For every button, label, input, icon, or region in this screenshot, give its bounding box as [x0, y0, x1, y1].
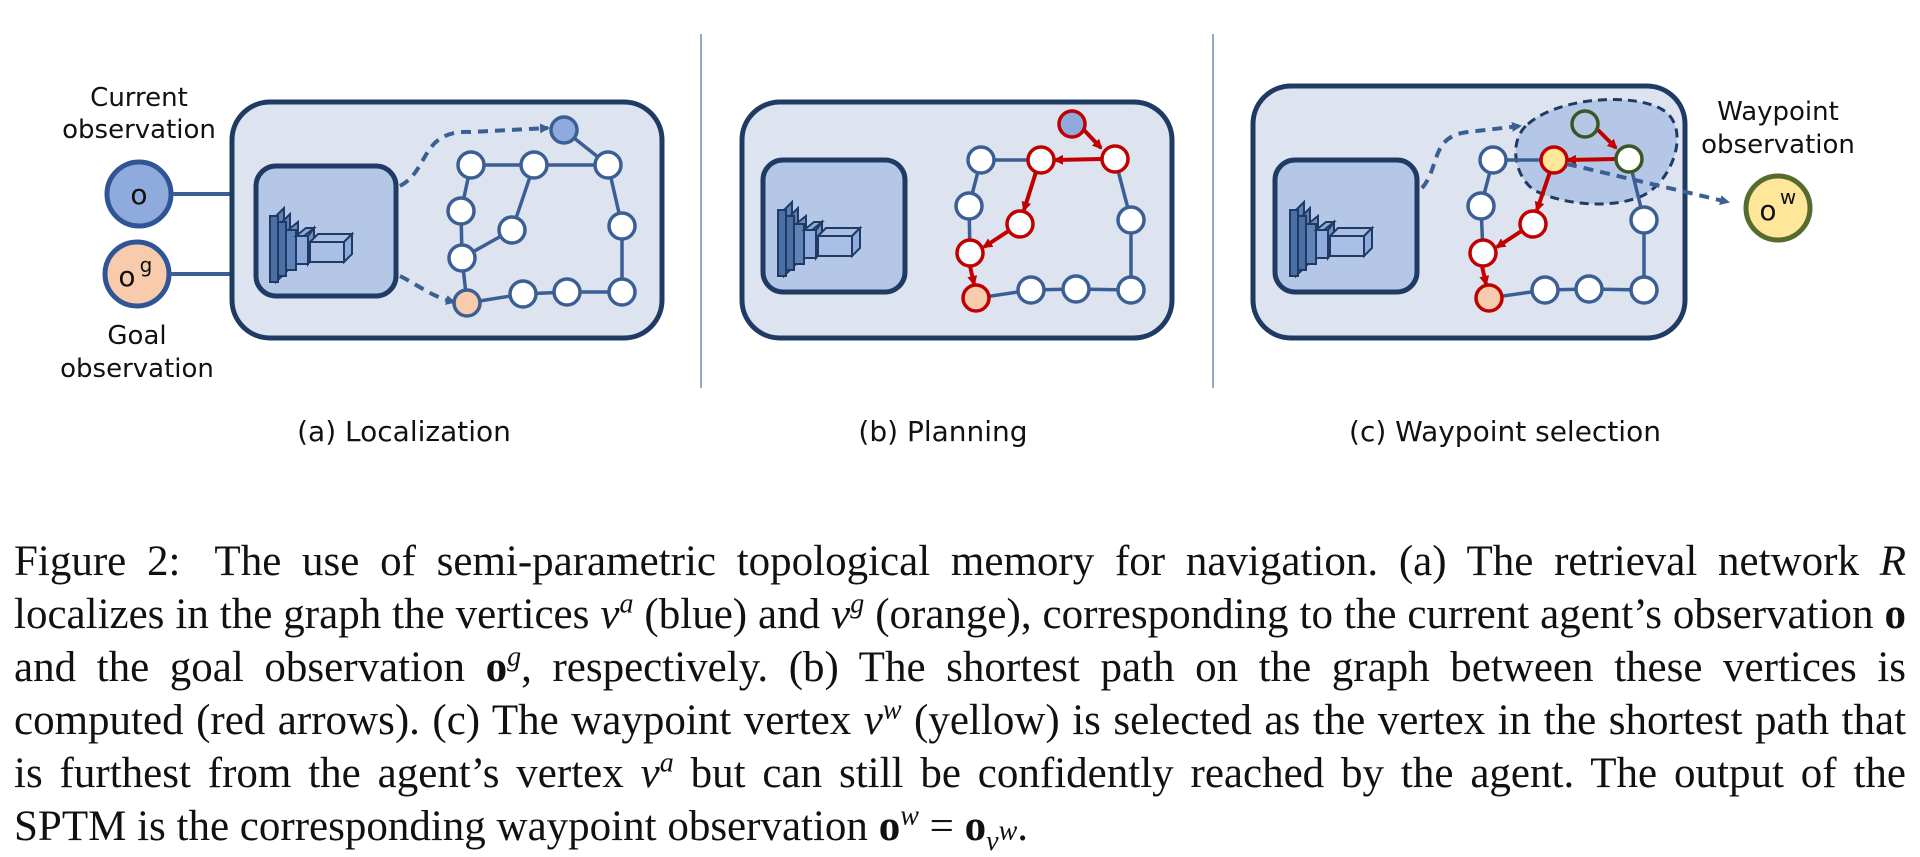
panel-waypoint-selection: Waypoint observation o w (c) Waypoint se… — [1250, 83, 1855, 448]
panel-a-caption: (a) Localization — [297, 415, 511, 448]
panel-c-caption: (c) Waypoint selection — [1349, 415, 1661, 448]
figure-caption: Figure 2: The use of semi-parametric top… — [14, 538, 1907, 857]
path-vertex-c3 — [1518, 209, 1548, 239]
goal-observation-label-line1: Goal — [107, 321, 166, 351]
waypoint-vertex-c — [1539, 145, 1569, 175]
localization-dashed-arrow-top — [398, 123, 550, 188]
waypoint-dashed-arrow-top — [1420, 121, 1522, 190]
waypoint-output-arrow — [1566, 162, 1730, 206]
waypoint-observation-label-line1: Waypoint — [1717, 97, 1839, 127]
path-vertex-b3 — [1005, 209, 1035, 239]
goal-observation-symbol: o — [118, 260, 135, 293]
waypoint-observation-superscript: w — [1780, 185, 1796, 209]
localization-dashed-arrow-bottom — [399, 274, 456, 305]
figure-diagram: Current observation o o g Goal observati… — [60, 34, 1855, 448]
goal-vertex-a — [452, 288, 482, 318]
current-observation-label-line1: Current — [90, 83, 188, 113]
path-vertex-b4 — [955, 238, 985, 268]
waypoint-observation-symbol: o — [1759, 194, 1776, 227]
graph-a — [446, 115, 637, 318]
goal-vertex-c — [1474, 283, 1504, 313]
current-observation-label-line2: observation — [62, 115, 216, 145]
shortest-path-c — [1479, 128, 1618, 286]
path-vertex-c1 — [1614, 144, 1644, 174]
goal-observation-label-line2: observation — [60, 354, 214, 384]
path-vertex-c4 — [1468, 238, 1498, 268]
current-vertex-c — [1570, 109, 1600, 139]
current-vertex-a — [549, 115, 579, 145]
waypoint-region — [1514, 98, 1679, 206]
caption-label: Figure 2: — [14, 538, 181, 585]
goal-observation-node — [102, 239, 172, 309]
path-vertex-b1 — [1100, 144, 1130, 174]
panel-planning: (b) Planning — [739, 99, 1175, 448]
graph-b — [954, 145, 1146, 305]
panel-b-caption: (b) Planning — [858, 415, 1027, 448]
panel-localization: Current observation o o g Goal observati… — [60, 83, 665, 448]
svg-text:o: o — [1759, 194, 1776, 227]
current-observation-symbol: o — [130, 178, 147, 211]
current-vertex-b — [1057, 109, 1087, 139]
shortest-path-b — [967, 128, 1103, 286]
goal-vertex-b — [961, 283, 991, 313]
waypoint-observation-node — [1743, 173, 1813, 243]
graph-c — [1466, 145, 1659, 305]
current-observation-node — [104, 159, 174, 229]
svg-text:o: o — [118, 260, 135, 293]
path-vertex-b2 — [1026, 145, 1056, 175]
goal-observation-superscript: g — [140, 253, 153, 277]
waypoint-observation-label-line2: observation — [1701, 130, 1855, 160]
